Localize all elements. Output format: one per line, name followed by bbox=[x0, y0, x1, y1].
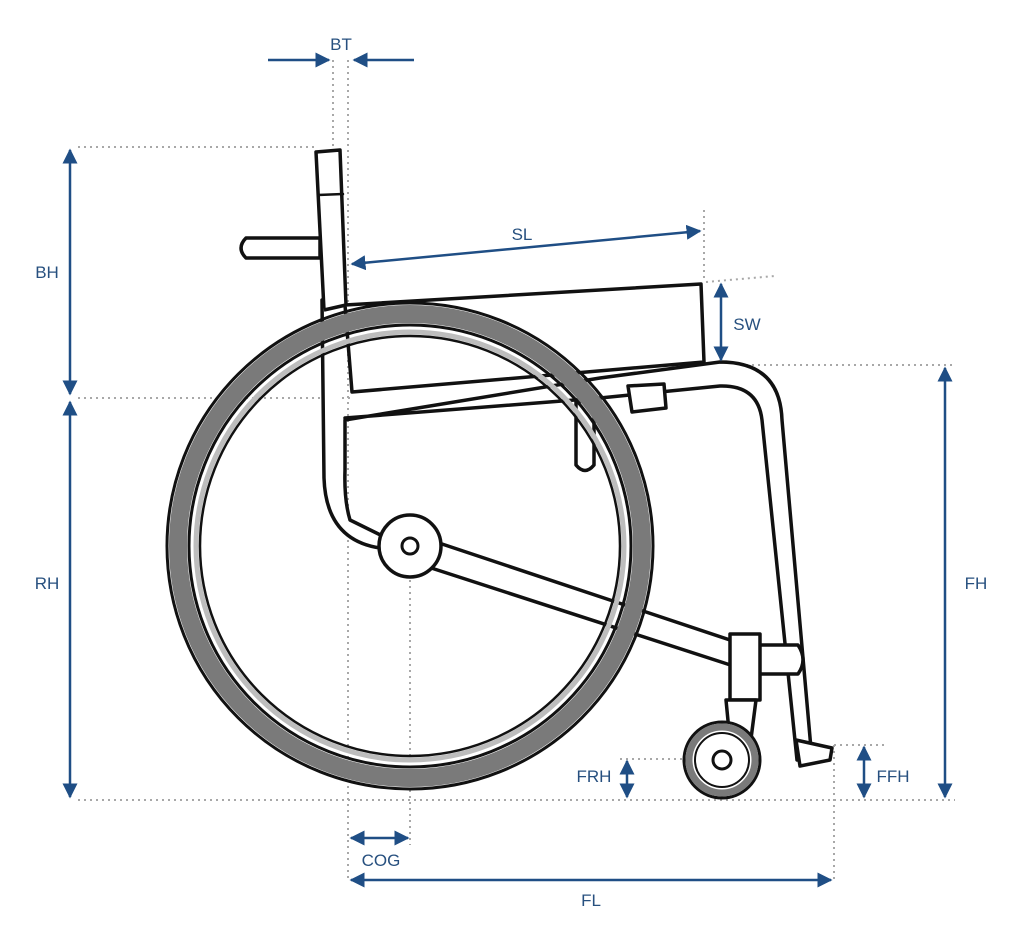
rear-wheel-tire bbox=[165, 301, 655, 791]
ffh-label: FFH bbox=[876, 767, 909, 786]
rh-label: RH bbox=[35, 574, 60, 593]
bt-label: BT bbox=[330, 35, 352, 54]
sl-arrow bbox=[350, 224, 702, 271]
sl-label: SL bbox=[512, 225, 533, 244]
fl-label: FL bbox=[581, 891, 601, 910]
push-handle bbox=[239, 236, 322, 260]
cog-label: COG bbox=[362, 851, 401, 870]
dimension-arrows bbox=[62, 52, 953, 888]
bh-label: BH bbox=[35, 263, 59, 282]
dimension-labels: BT BH SL SW RH FH FRH FFH COG FL bbox=[35, 35, 988, 910]
footrest bbox=[794, 738, 834, 768]
wheelchair-drawing bbox=[165, 148, 834, 800]
side-guard-clamp bbox=[626, 382, 668, 414]
guide-lines bbox=[78, 60, 955, 880]
back-post bbox=[314, 148, 348, 312]
fh-label: FH bbox=[965, 574, 988, 593]
frh-label: FRH bbox=[577, 767, 612, 786]
sw-label: SW bbox=[733, 315, 760, 334]
